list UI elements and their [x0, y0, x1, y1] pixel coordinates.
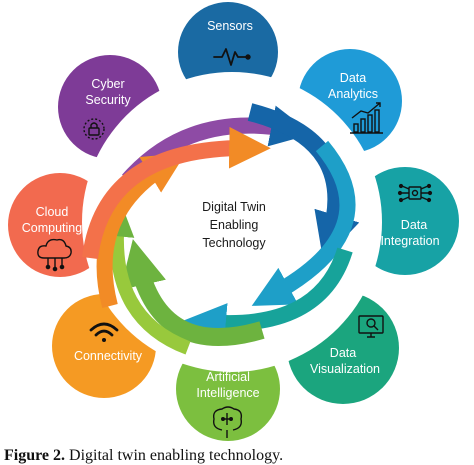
node-data-integration-label-2: Integration: [380, 234, 439, 248]
sensor-pulse-icon: [213, 48, 251, 66]
swirl-arrow-lightblue: [251, 140, 356, 306]
node-data-integration-label-1: Data: [401, 218, 427, 232]
node-cyber-security-label-1: Cyber: [91, 77, 124, 91]
monitor-search-icon: [358, 315, 384, 338]
swirl-arrow-teal: [184, 247, 353, 345]
integration-chip-icon: [397, 183, 433, 203]
swirl-arrow-lightgreen: [98, 199, 191, 355]
center-title-line3: Technology: [202, 236, 266, 250]
cloud-network-icon: [37, 238, 72, 272]
node-data-analytics-label-2: Analytics: [328, 87, 378, 101]
swirl-arrow-coral: [82, 126, 271, 260]
node-connectivity-label: Connectivity: [74, 349, 143, 363]
center-title-line1: Digital Twin: [202, 200, 266, 214]
center-title-line2: Enabling: [210, 218, 259, 232]
caption-prefix: Figure 2.: [4, 447, 66, 464]
node-cloud-computing-label-2: Computing: [22, 221, 82, 235]
node-data-visualization-label-2: Visualization: [310, 362, 380, 376]
swirl-arrow-orange: [96, 153, 186, 309]
swirl-arrow-green: [120, 239, 265, 346]
bar-chart-icon: [350, 102, 383, 134]
figure-caption: Figure 2. Digital twin enabling technolo…: [4, 447, 283, 465]
wifi-icon: [89, 322, 119, 342]
lock-shield-icon: [83, 118, 105, 140]
node-data-visualization-label-1: Data: [330, 346, 356, 360]
node-cyber-security-label-2: Security: [85, 93, 131, 107]
node-cloud-computing-label-1: Cloud: [36, 205, 69, 219]
caption-text: Digital twin enabling technology.: [65, 447, 284, 464]
swirl-arrows: [82, 103, 360, 355]
node-artificial-intelligence-label-1: Artificial: [206, 370, 250, 384]
node-artificial-intelligence-label-2: Intelligence: [196, 386, 259, 400]
brain-circuit-icon: [212, 406, 243, 438]
node-data-analytics-label-1: Data: [340, 71, 366, 85]
node-sensors-label: Sensors: [207, 19, 253, 33]
